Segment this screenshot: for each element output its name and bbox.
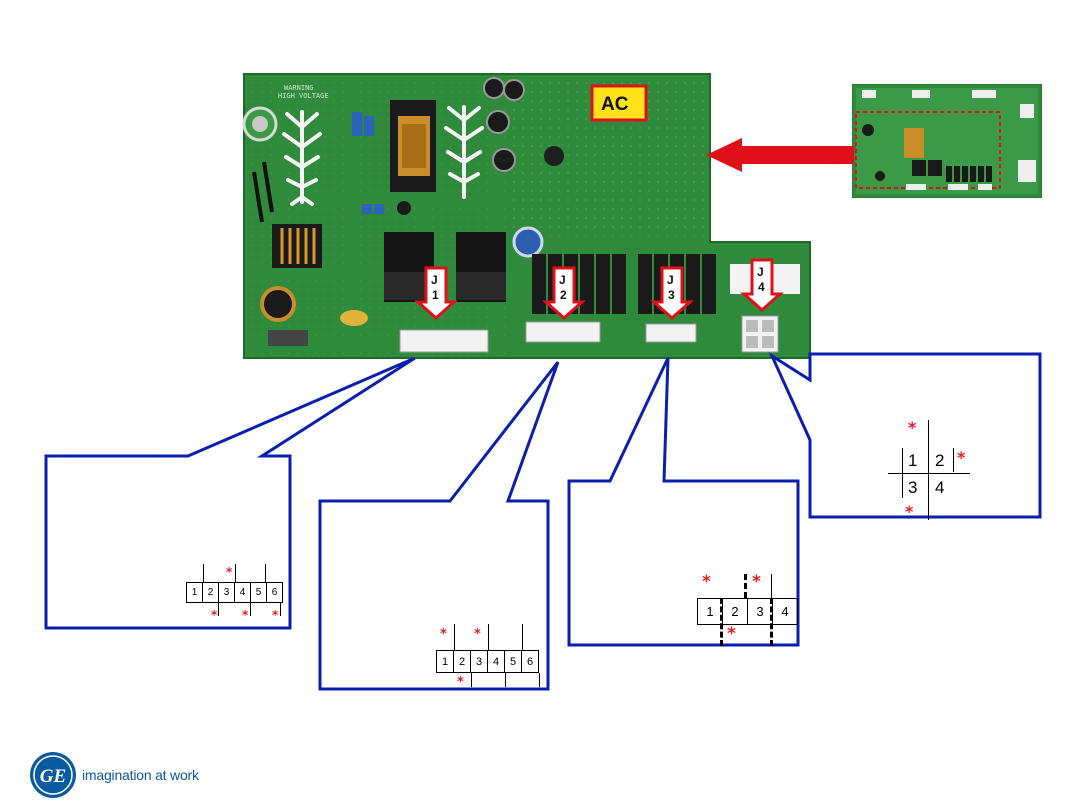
j2-star: *	[440, 627, 447, 642]
j3-pin: 2	[722, 598, 748, 625]
j2-arrow: J 2	[542, 266, 586, 321]
j3-callout	[567, 357, 800, 647]
j2-pin: 5	[504, 650, 522, 673]
j1-pin: 4	[234, 582, 251, 603]
svg-text:J: J	[667, 273, 674, 287]
j3-connector	[645, 323, 697, 343]
svg-text:1: 1	[432, 288, 439, 302]
ac-label-box	[590, 84, 648, 122]
pointer-arrow	[706, 138, 854, 172]
j1-star: *	[242, 608, 249, 622]
j1-pin: 1	[186, 582, 203, 603]
j4-star: *	[957, 448, 966, 467]
ge-logo: GE	[30, 752, 76, 798]
full-board-thumbnail	[852, 84, 1042, 198]
j3-star: *	[702, 572, 711, 592]
j3-pin: 3	[747, 598, 773, 625]
j2-star: *	[457, 675, 464, 690]
j1-star: *	[226, 565, 233, 579]
j1-arrow: J 1	[414, 266, 458, 321]
svg-text:J: J	[559, 273, 566, 287]
j1-star: *	[272, 608, 279, 622]
j4-star: *	[905, 502, 914, 521]
j2-pin: 4	[487, 650, 505, 673]
j2-pin: 2	[453, 650, 471, 673]
svg-text:3: 3	[668, 288, 675, 302]
j1-pin: 6	[266, 582, 283, 603]
ac-label: AC	[601, 94, 629, 115]
j4-pin: 4	[935, 478, 945, 497]
j2-connector	[525, 321, 601, 343]
j4-arrow: J 4	[740, 258, 784, 313]
j1-star: *	[211, 608, 218, 622]
j3-pin: 4	[772, 598, 798, 625]
j4-pin: 2	[935, 451, 945, 470]
j4-pin: 3	[908, 478, 918, 497]
tagline: imagination at work	[82, 767, 199, 783]
heatsink-right	[444, 105, 484, 199]
svg-text:J: J	[431, 273, 438, 287]
ge-logo-text: GE	[40, 766, 66, 787]
heatsink-left	[282, 110, 322, 206]
j1-callout	[44, 356, 416, 630]
j3-star: *	[752, 572, 761, 592]
j4-pin: 1	[908, 451, 918, 470]
j2-pin: 6	[521, 650, 539, 673]
j4-star: *	[908, 418, 917, 437]
j2-pin: 3	[470, 650, 488, 673]
j1-connector	[399, 329, 489, 353]
j4-callout	[768, 352, 1042, 519]
j2-callout	[318, 361, 560, 691]
j3-pin: 1	[697, 598, 723, 625]
warning-label-line1: WARNING	[284, 84, 314, 92]
j1-pin: 3	[218, 582, 235, 603]
svg-text:4: 4	[758, 280, 765, 294]
j3-arrow: J 3	[650, 266, 694, 321]
warning-label-line2: HIGH VOLTAGE	[278, 92, 329, 100]
j1-pin: 2	[202, 582, 219, 603]
svg-text:2: 2	[560, 288, 567, 302]
svg-text:J: J	[757, 265, 764, 279]
j1-pin: 5	[250, 582, 267, 603]
control-board-photo: WARNING HIGH VOLTAGE	[242, 73, 811, 359]
j2-pin: 1	[436, 650, 454, 673]
j3-star: *	[727, 624, 736, 644]
highlight-region	[855, 111, 1001, 189]
j2-star: *	[474, 627, 481, 642]
